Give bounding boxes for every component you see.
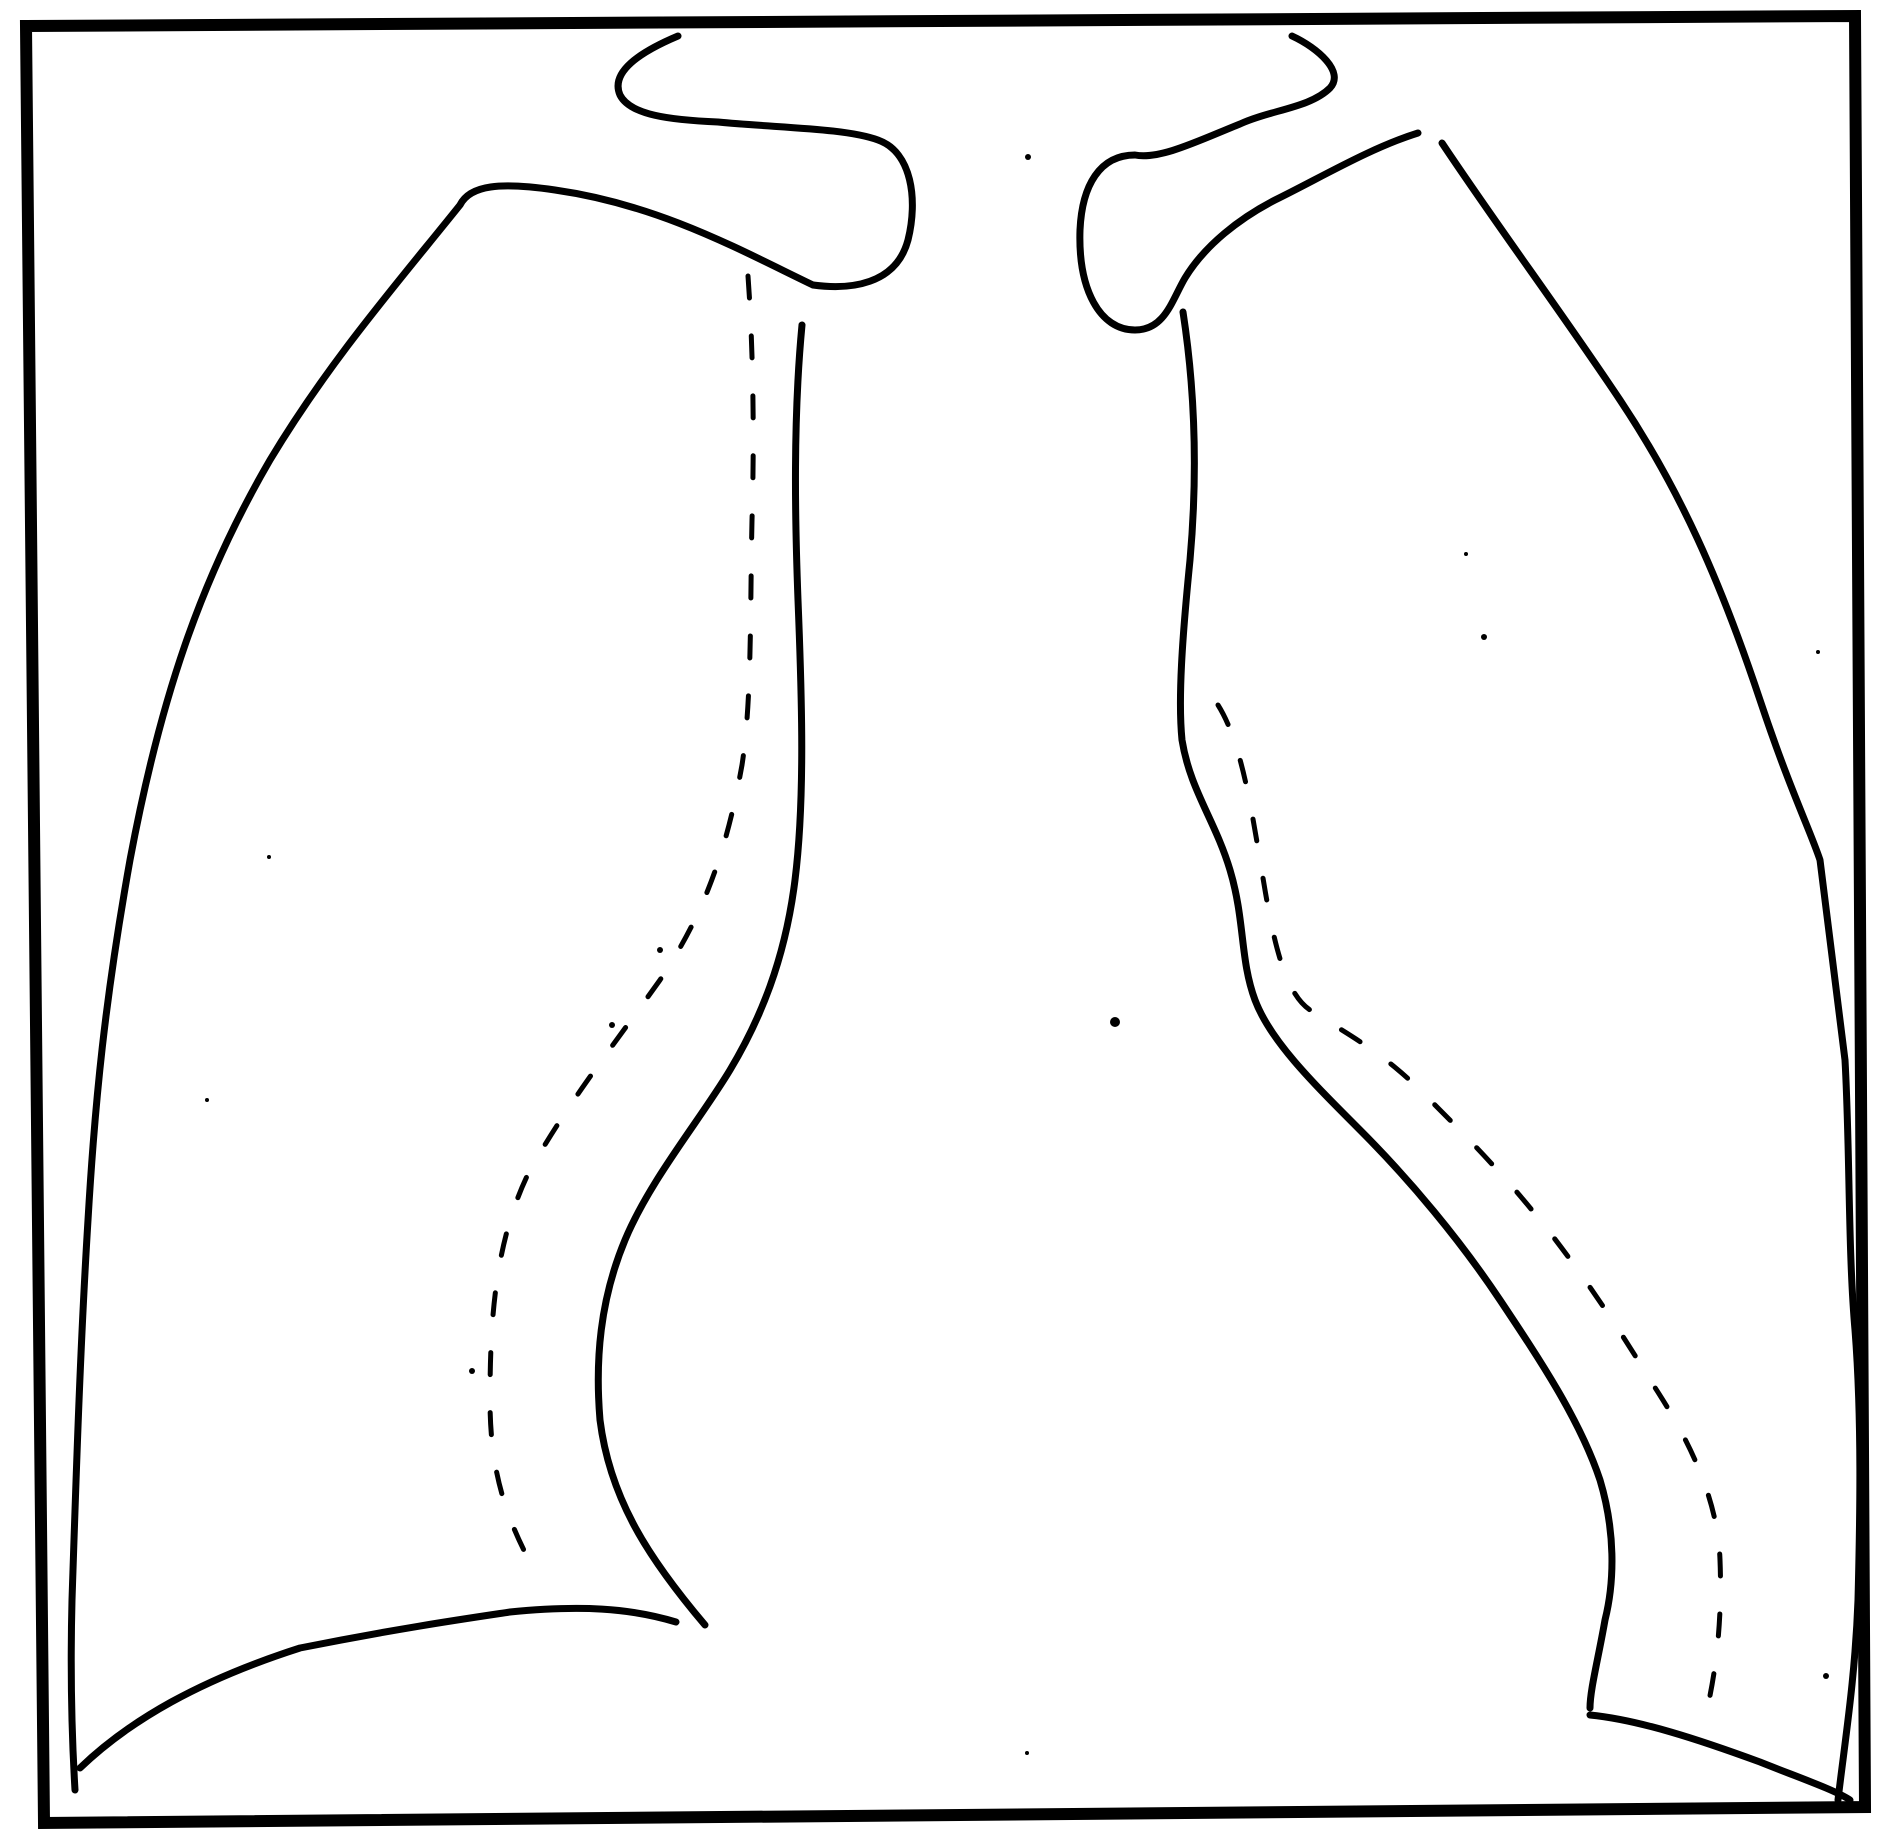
left-lung-base — [1590, 1715, 1850, 1800]
scan-speck — [1823, 1673, 1829, 1679]
right-clavicle-outline — [618, 36, 912, 287]
scan-speck — [205, 1098, 209, 1102]
scan-speck — [1025, 154, 1031, 160]
scan-speck — [1481, 634, 1487, 640]
right-lung-base — [80, 1608, 676, 1768]
left-mediastinal-border — [1180, 312, 1612, 1708]
left-clavicle-outline — [1080, 36, 1418, 330]
scan-speck — [1110, 1017, 1120, 1027]
scan-speck — [1816, 650, 1820, 654]
right-dashed-border — [490, 276, 753, 1580]
left-dashed-border — [1218, 705, 1721, 1705]
left-lung-outer-border — [1442, 143, 1860, 1800]
scan-speck — [609, 1022, 615, 1028]
right-mediastinal-border — [598, 325, 802, 1625]
frame-border — [26, 16, 1865, 1823]
scan-speck — [1464, 552, 1468, 556]
scan-speck — [469, 1368, 475, 1374]
scan-speck — [1025, 1751, 1029, 1755]
scan-speck — [267, 855, 271, 859]
right-lung-outer-border — [71, 186, 813, 1790]
scan-speck — [657, 947, 663, 953]
